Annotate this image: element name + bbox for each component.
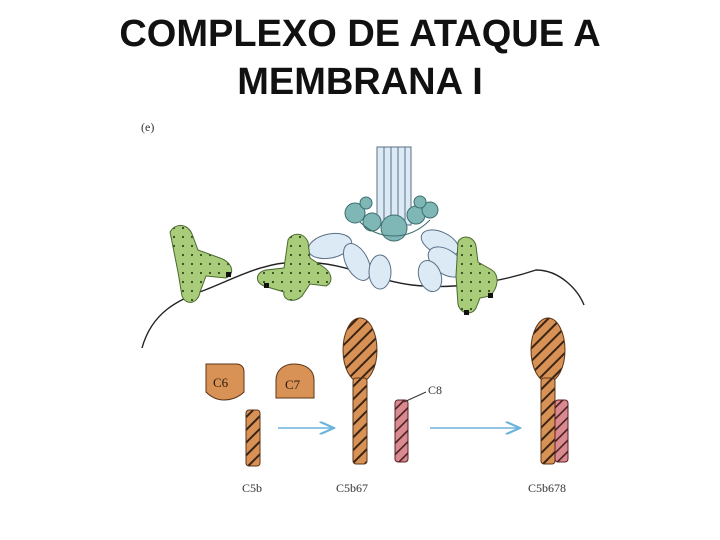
- slide-title-line-1: COMPLEXO DE ATAQUE A: [119, 13, 601, 55]
- c5b678-label: C5b678: [528, 481, 566, 495]
- c8-label: C8: [428, 383, 442, 397]
- antibody-right: [455, 236, 498, 315]
- antibody-middle: [257, 233, 332, 301]
- c5b678-complex: [530, 317, 569, 465]
- c6-label: C6: [213, 375, 229, 390]
- c8-component: [394, 391, 427, 463]
- antibody-left: [169, 225, 233, 303]
- panel-label: (e): [141, 120, 154, 134]
- slide-title: COMPLEXO DE ATAQUE A MEMBRANA I: [0, 10, 720, 106]
- c5b-label: C5b: [242, 481, 262, 495]
- c1-complex: [307, 146, 465, 292]
- c7-label: C7: [285, 377, 301, 392]
- c5b67-label: C5b67: [336, 481, 368, 495]
- c5b-component: [245, 409, 261, 467]
- c5b67-complex: [342, 317, 378, 465]
- c7-component: C7: [275, 363, 315, 399]
- c6-component: C6: [205, 363, 245, 401]
- slide-title-line-2: MEMBRANA I: [237, 61, 483, 103]
